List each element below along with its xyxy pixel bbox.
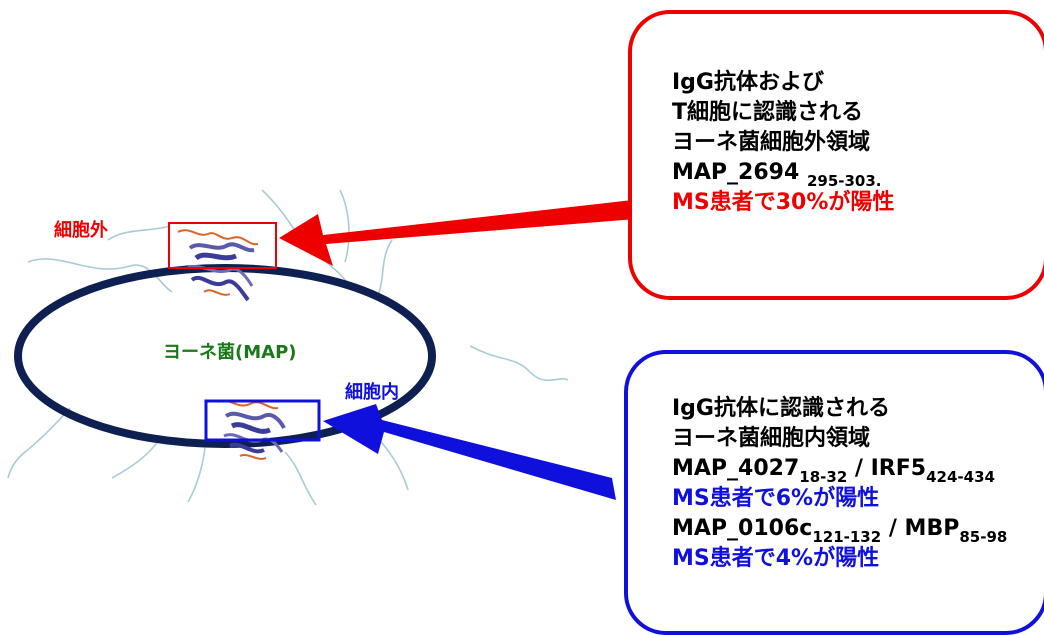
- callout-line: ヨーネ菌細胞外領域: [672, 130, 871, 155]
- flagellum: [27, 258, 173, 293]
- positive-rate: MS患者で6%が陽性: [672, 486, 880, 511]
- flagellum: [469, 345, 569, 382]
- extracellular-region-box: [168, 222, 277, 269]
- peptide-range: 295-303.: [806, 172, 882, 190]
- human-peptide-range: 85-98: [959, 528, 1008, 546]
- flagellum: [7, 407, 71, 479]
- positive-rate: MS患者で4%が陽性: [672, 546, 880, 571]
- flagellum: [107, 225, 171, 241]
- peptide-name: MAP_0106c: [672, 516, 813, 541]
- peptide-line: MAP_2694 295-303.: [672, 158, 1044, 190]
- extracellular-callout: IgG抗体および T細胞に認識される ヨーネ菌細胞外領域 MAP_2694 29…: [628, 10, 1044, 300]
- extracellular-label: 細胞外: [54, 220, 108, 241]
- intracellular-region-box: [204, 399, 321, 442]
- flagellum: [339, 189, 350, 263]
- extracellular-arrow: [279, 199, 648, 266]
- callout-line: IgG抗体および: [672, 70, 824, 95]
- peptide-separator: /: [881, 516, 905, 541]
- flagellum: [187, 447, 206, 503]
- human-peptide-name: IRF5: [870, 456, 927, 481]
- human-peptide-range: 424-434: [926, 468, 995, 486]
- callout-line: T細胞に認識される: [672, 100, 864, 125]
- peptide-name: MAP_4027: [672, 456, 800, 481]
- callout-line: IgG抗体に認識される: [672, 396, 890, 421]
- intracellular-label: 細胞内: [345, 382, 399, 403]
- positive-rate: MS患者で30%が陽性: [672, 190, 895, 215]
- intracellular-arrow: [323, 404, 616, 500]
- peptide-line: MAP_402718-32 / IRF5424-434: [672, 454, 1044, 486]
- extracellular-protein-icon: [177, 229, 259, 302]
- flagellum: [377, 239, 393, 296]
- peptide-line: MAP_0106c121-132 / MBP85-98: [672, 514, 1044, 546]
- peptide-range: 121-132: [812, 528, 882, 546]
- human-peptide-name: MBP: [904, 516, 960, 541]
- intracellular-callout: IgG抗体に認識される ヨーネ菌細胞内領域 MAP_402718-32 / IR…: [624, 350, 1044, 635]
- flagellum: [284, 451, 317, 506]
- peptide-separator: /: [847, 456, 871, 481]
- peptide-name: MAP_2694: [672, 160, 800, 185]
- peptide-range: 18-32: [799, 468, 848, 486]
- intracellular-protein-icon: [217, 399, 286, 460]
- bacterium-name: ヨーネ菌(MAP): [163, 342, 297, 363]
- flagellum: [111, 437, 161, 479]
- callout-line: ヨーネ菌細胞内領域: [672, 426, 871, 451]
